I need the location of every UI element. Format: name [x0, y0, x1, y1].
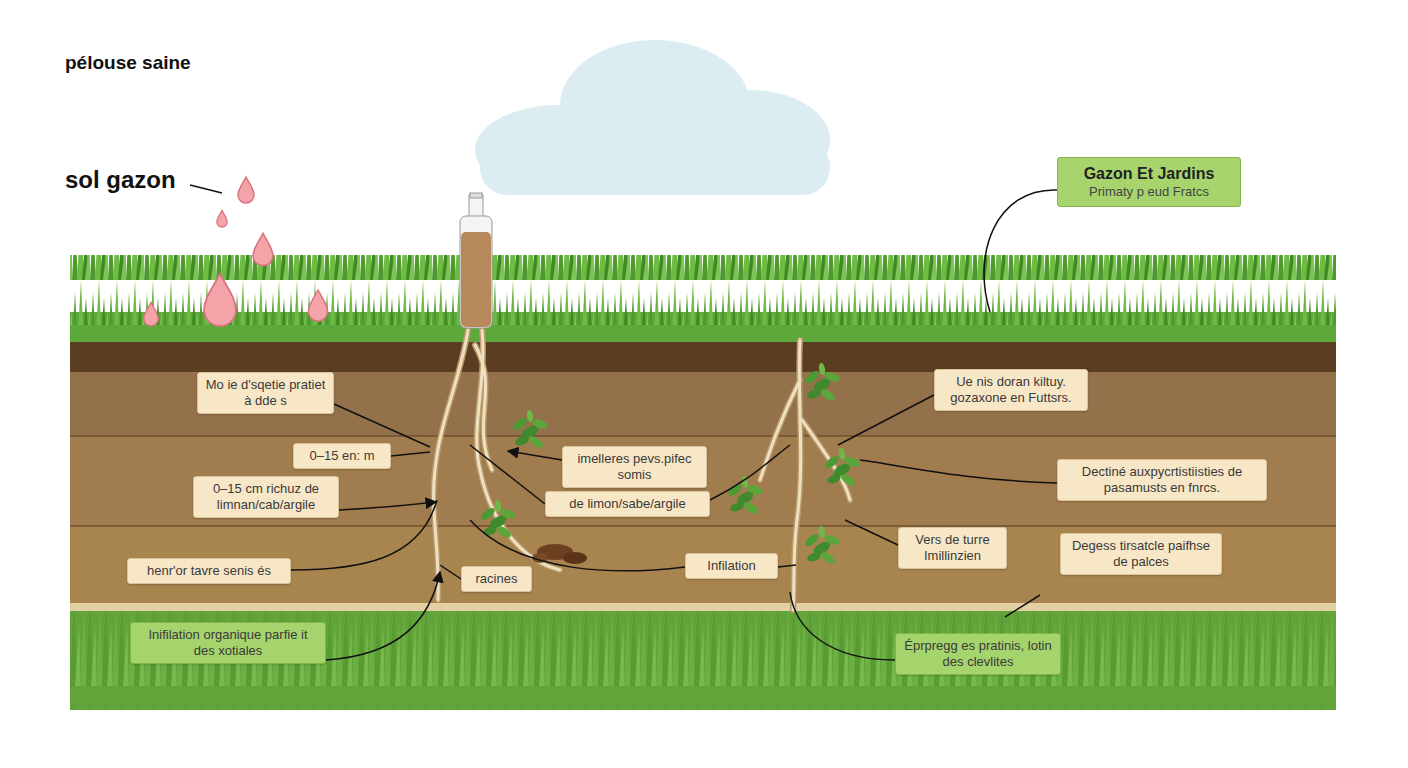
box-text: Gazon Et Jardins — [1066, 164, 1232, 184]
plant-leaves — [511, 410, 549, 450]
box-subtext: Primaty p eud Fratcs — [1066, 184, 1232, 200]
label-box: de limon/sabe/argile — [545, 491, 710, 517]
roots — [434, 330, 850, 610]
water-drop — [217, 210, 227, 227]
soil — [70, 340, 1336, 610]
plant-leaves — [803, 526, 841, 566]
box-text: Ue nis doran kiltuy. gozaxone en Futtsrs… — [941, 374, 1081, 406]
soil-layer — [70, 436, 1336, 526]
text-label: sol gazon — [65, 166, 176, 194]
label-box: Dectiné auxpycrtistiisties de pasamusts … — [1057, 459, 1267, 501]
bottle — [460, 193, 492, 328]
plant-leaves — [823, 448, 861, 488]
box-text: de limon/sabe/argile — [552, 496, 703, 512]
box-text: Inifilation organique parfie it des xoti… — [137, 627, 319, 659]
label-box: racines — [461, 566, 532, 592]
box-text: Mo ie d'sqetie pratiet à dde s — [204, 377, 327, 409]
label-box: imelleres pevs.pifec somis — [562, 446, 707, 488]
grass-texture — [70, 611, 1336, 710]
label-box: Infilation — [685, 553, 778, 579]
grass-band — [70, 611, 1336, 710]
box-text: henr'or tavre senis és — [134, 563, 284, 579]
box-text: Éprpregg es pratinis, lotin des clevlite… — [902, 638, 1054, 670]
layer-stripe — [70, 603, 1336, 611]
plant-leaves — [726, 476, 764, 516]
cloud — [475, 40, 830, 195]
label-box: Degess tirsatcle paifhse de palces — [1060, 533, 1222, 575]
box-text: 0–15 cm richuz de limnan/cab/argile — [200, 481, 332, 513]
plant-leaves — [803, 363, 841, 403]
layer-line — [70, 525, 1336, 527]
label-box: 0–15 en: m — [293, 443, 391, 469]
note-box-green: Inifilation organique parfie it des xoti… — [130, 622, 326, 664]
diagram-title: pélouse saine — [65, 52, 191, 74]
box-text: imelleres pevs.pifec somis — [569, 451, 700, 483]
box-text: Infilation — [692, 558, 771, 574]
label-box: Vers de turre Imillinzien — [898, 527, 1007, 569]
leader-lines — [190, 185, 1057, 660]
water-drop — [204, 274, 236, 326]
soil-layer — [70, 526, 1336, 606]
box-text: Vers de turre Imillinzien — [905, 532, 1000, 564]
layer-line — [70, 435, 1336, 437]
note-box-green: Éprpregg es pratinis, lotin des clevlite… — [895, 633, 1061, 675]
soil-layer — [70, 372, 1336, 436]
label-box: henr'or tavre senis és — [127, 558, 291, 584]
label-box: Ue nis doran kiltuy. gozaxone en Futtsrs… — [934, 369, 1088, 411]
topsoil-band — [70, 340, 1336, 372]
water-drop — [308, 290, 327, 321]
box-text: racines — [468, 571, 525, 587]
brand-box: Gazon Et JardinsPrimaty p eud Fratcs — [1057, 157, 1241, 207]
water-drop — [238, 177, 254, 203]
label-box: Mo ie d'sqetie pratiet à dde s — [197, 372, 334, 414]
box-text: Degess tirsatcle paifhse de palces — [1067, 538, 1215, 570]
label-box: 0–15 cm richuz de limnan/cab/argile — [193, 476, 339, 518]
water-drop — [144, 303, 158, 326]
box-text: 0–15 en: m — [300, 448, 384, 464]
water-drop — [253, 233, 273, 265]
box-text: Dectiné auxpycrtistiisties de pasamusts … — [1064, 464, 1260, 496]
